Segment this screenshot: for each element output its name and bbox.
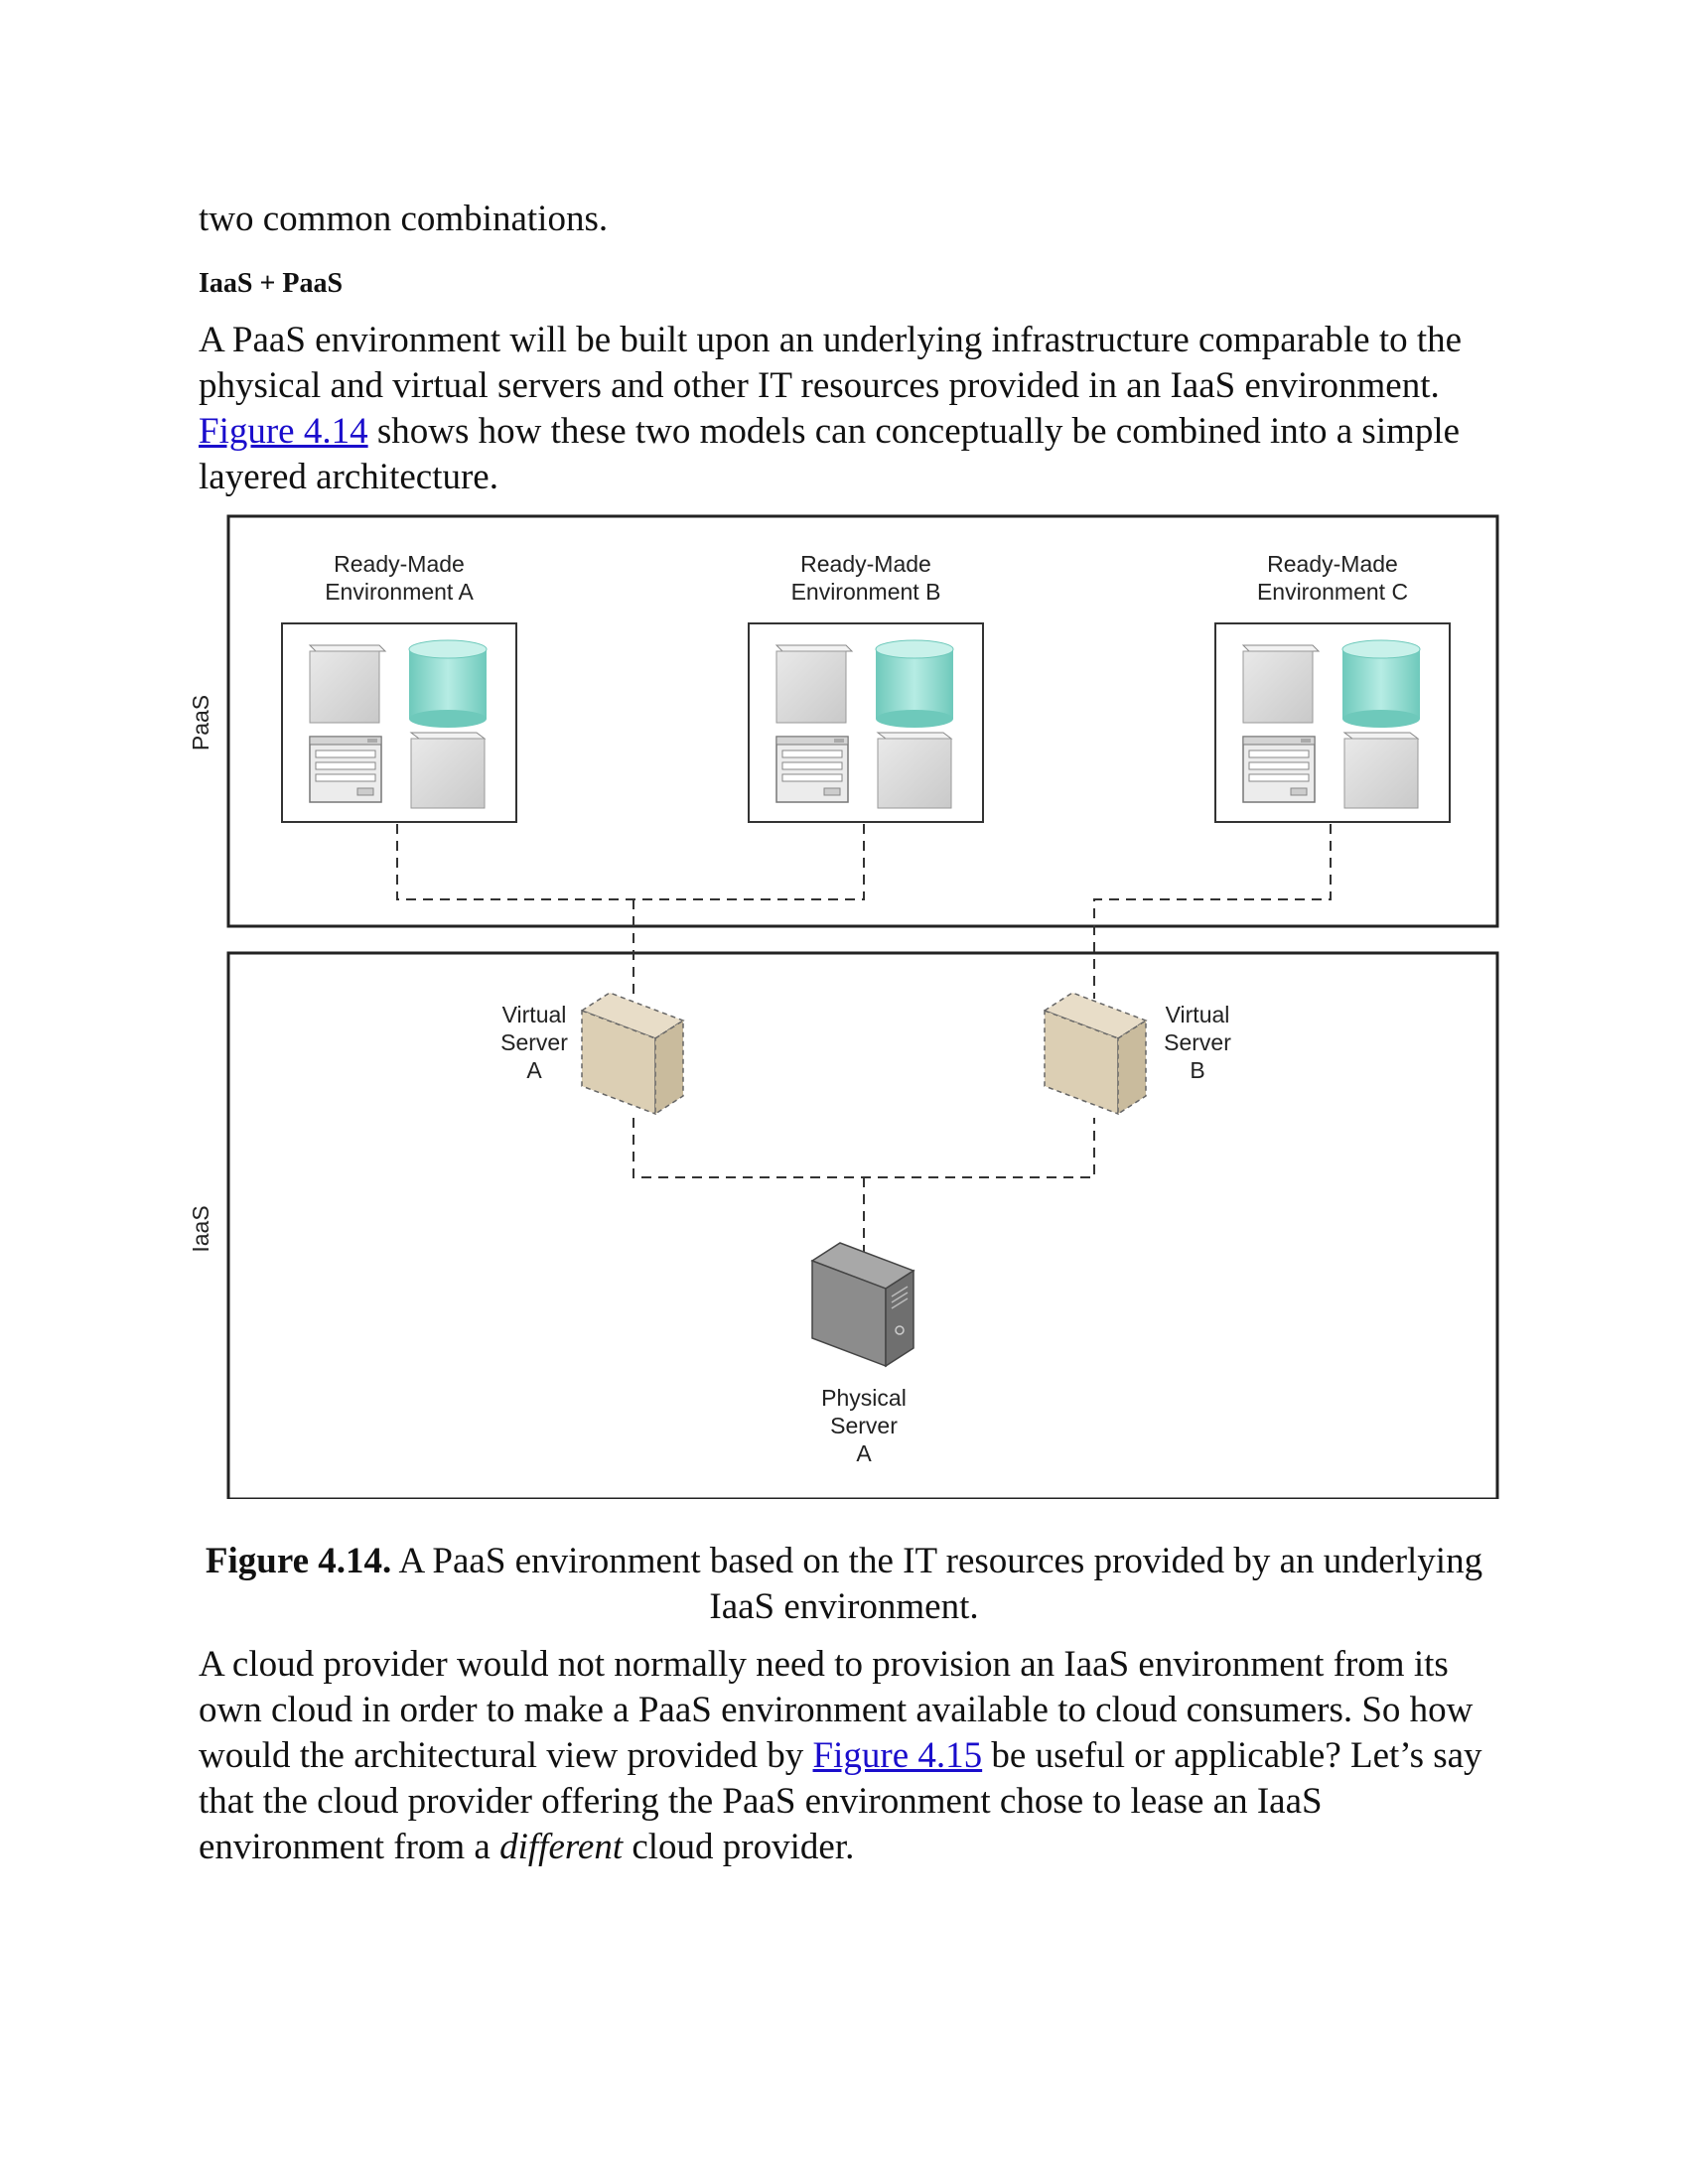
virtual-server-b-label-line1: Virtual [1166,1002,1230,1027]
paragraph-2-emphasis: different [499,1827,624,1867]
virtual-server-b-icon [1043,992,1148,1116]
virtual-server-b-label-line2: Server [1164,1029,1231,1055]
paragraph-1: A PaaS environment will be built upon an… [199,318,1489,500]
virtual-server-a-label-line2: Server [500,1029,568,1055]
environment-c-label-line1: Ready-Made [1267,551,1398,577]
physical-server-icon [810,1242,915,1368]
paragraph-1-text: A PaaS environment will be built upon an… [199,320,1463,406]
virtual-server-a-icon [580,992,685,1116]
physical-server-label-line3: A [856,1440,872,1466]
paragraph-2-text: A cloud provider would not normally need… [199,1644,1474,1776]
section-heading: IaaS + PaaS [199,268,344,299]
paragraph-1-text-end: shows how these two models can conceptua… [199,411,1461,497]
physical-server-label-line1: Physical [821,1385,907,1411]
paragraph-2: A cloud provider would not normally need… [199,1642,1489,1870]
environment-a: Ready-Made Environment A [281,551,517,823]
paragraph-2-text-end: cloud provider. [623,1827,855,1867]
figure-caption: Figure 4.14. A PaaS environment based on… [199,1539,1489,1630]
environment-a-label-line2: Environment A [325,579,474,605]
intro-text: two common combinations. [199,199,609,239]
environment-a-label-line1: Ready-Made [334,551,465,577]
figure-4-14-link[interactable]: Figure 4.14 [199,411,368,452]
virtual-server-a-label-line3: A [526,1057,542,1083]
environment-b: Ready-Made Environment B [748,551,984,823]
environment-b-label-line2: Environment B [791,579,941,605]
environment-b-label-line1: Ready-Made [800,551,931,577]
iaas-layer-label: IaaS [188,1205,213,1252]
caption-text: A PaaS environment based on the IT resou… [391,1541,1483,1627]
paas-layer-label: PaaS [188,695,213,751]
caption-label: Figure 4.14. [205,1541,392,1581]
physical-server-label-line2: Server [830,1413,898,1438]
environment-c-label-line2: Environment C [1257,579,1408,605]
figure-4-14-diagram: PaaS IaaS Ready-Made Environment A Ready… [188,514,1499,1499]
virtual-server-a-label-line1: Virtual [502,1002,567,1027]
iaas-layer-box [226,951,1499,1499]
paas-layer-box [226,514,1499,928]
figure-4-15-link[interactable]: Figure 4.15 [812,1735,983,1776]
virtual-server-b-label-line3: B [1190,1057,1204,1083]
environment-c: Ready-Made Environment C [1214,551,1451,823]
paragraph-2-text-middle: be useful or applicable? Let’s say that … [199,1735,1482,1867]
